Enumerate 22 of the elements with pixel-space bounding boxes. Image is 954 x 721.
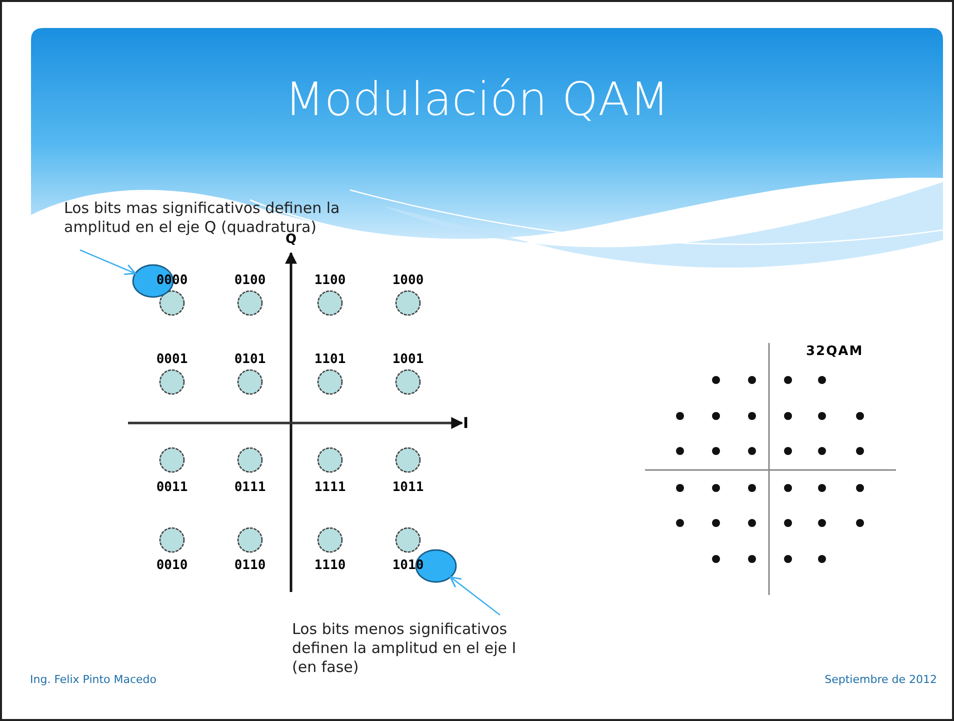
bit-label: 0111 bbox=[234, 480, 266, 495]
leader-arrow bbox=[80, 249, 136, 275]
bit-label: 0100 bbox=[234, 273, 266, 288]
bit-label: 0110 bbox=[234, 558, 266, 573]
bit-label: 1011 bbox=[392, 480, 424, 495]
bit-label: 0101 bbox=[234, 352, 266, 367]
bit-label: 1100 bbox=[314, 273, 346, 288]
leader-arrow bbox=[450, 576, 500, 616]
bit-label: 1000 bbox=[392, 273, 424, 288]
callout-text: Los bits menos significativos definen la amplitud en el eje I (en fase) bbox=[292, 620, 518, 677]
bit-label: 1110 bbox=[314, 558, 346, 573]
bit-label: 0001 bbox=[156, 352, 188, 367]
chart-title: 32QAM bbox=[806, 344, 864, 359]
slide-title: Modulación QAM bbox=[284, 72, 670, 126]
footer-text: Ing. Felix Pinto Macedo bbox=[30, 673, 157, 686]
bit-label: 0010 bbox=[156, 558, 188, 573]
bit-label: 1111 bbox=[314, 480, 346, 495]
bit-label: 1001 bbox=[392, 352, 424, 367]
bit-label: 0011 bbox=[156, 480, 188, 495]
footer-text: Septiembre de 2012 bbox=[824, 673, 937, 686]
axis-label: I bbox=[463, 414, 469, 432]
bit-label: 1101 bbox=[314, 352, 346, 367]
